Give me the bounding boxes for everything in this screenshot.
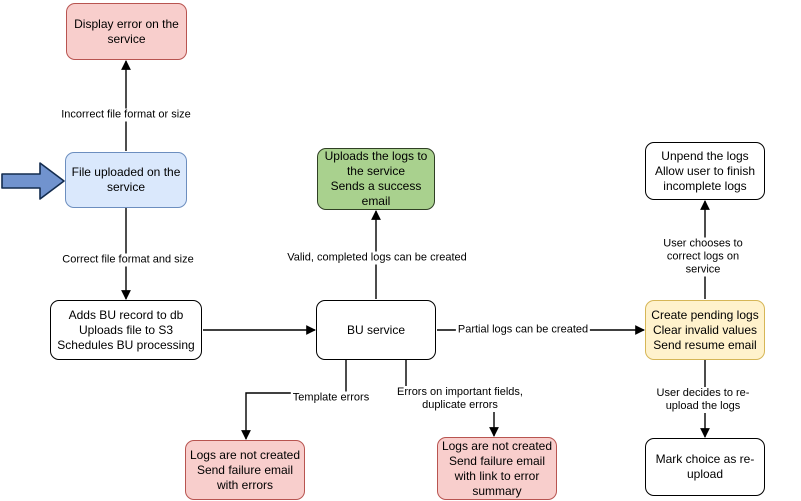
node-mark-choice-reupload: Mark choice as re- upload	[645, 438, 765, 496]
node-adds-bu-record: Adds BU record to db Uploads file to S3 …	[50, 300, 202, 360]
node-uploads-logs-success: Uploads the logs to the service Sends a …	[317, 148, 435, 210]
edge-label-template-errors: Template errors	[290, 391, 372, 405]
entry-arrow-icon	[1, 162, 65, 200]
node-bu-service: BU service	[316, 300, 436, 360]
edge-label-user-correct-on-service: User chooses to correct logs on service	[654, 237, 752, 277]
node-file-uploaded: File uploaded on the service	[65, 152, 187, 208]
node-display-error: Display error on the service	[66, 3, 187, 60]
edge-label-important-field-errors: Errors on important fields, duplicate er…	[395, 386, 525, 412]
edge-label-partial-logs: Partial logs can be created	[455, 323, 591, 337]
edge-label-valid-completed: Valid, completed logs can be created	[285, 251, 469, 265]
node-create-pending-logs: Create pending logs Clear invalid values…	[645, 300, 765, 360]
node-logs-failure-summary: Logs are not created Send failure email …	[437, 437, 557, 500]
edge-label-incorrect-file: Incorrect file format or size	[59, 108, 193, 122]
edge-label-correct-file: Correct file format and size	[60, 253, 196, 267]
edge-label-user-reupload: User decides to re-upload the logs	[654, 387, 752, 413]
node-unpend-logs: Unpend the logs Allow user to finish inc…	[645, 142, 765, 200]
node-logs-failure-errors: Logs are not created Send failure email …	[185, 440, 305, 500]
